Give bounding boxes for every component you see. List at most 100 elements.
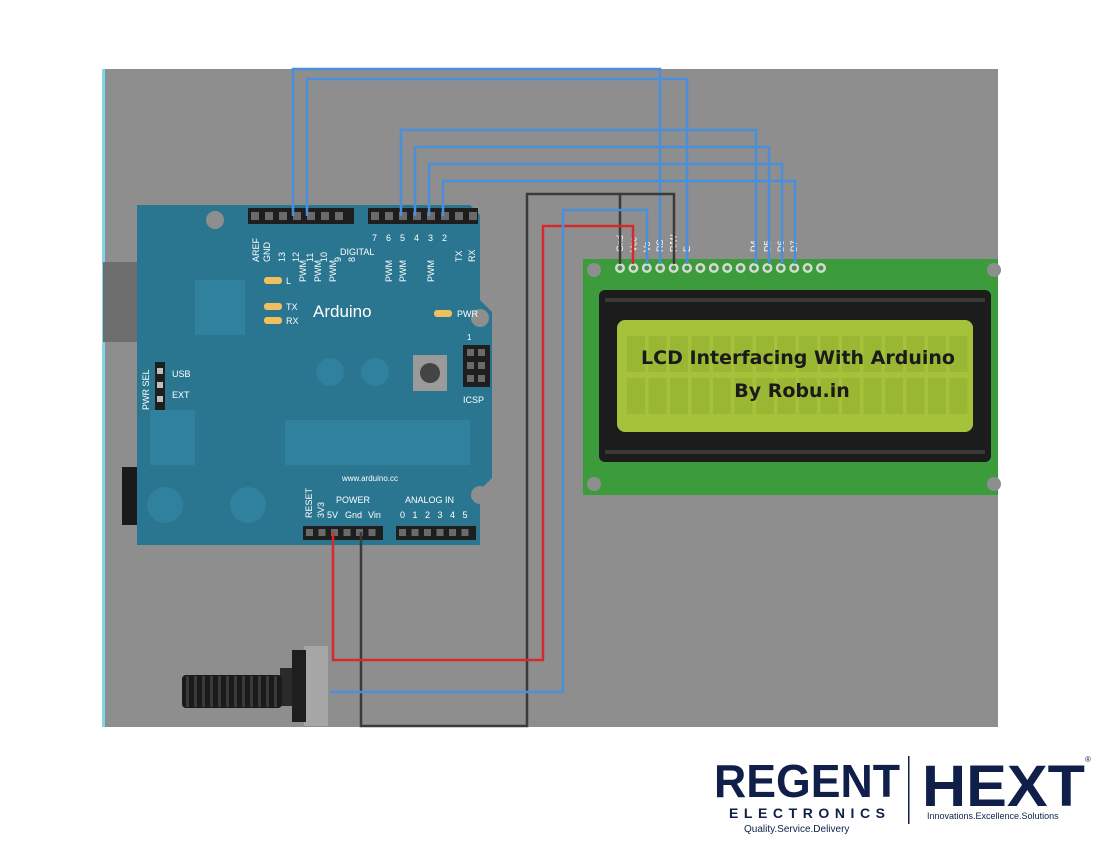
lcd-pin-hole <box>684 265 690 271</box>
lcd-cell <box>756 378 774 414</box>
pot-knob <box>182 675 282 708</box>
header-pin <box>331 529 338 536</box>
board-capacitor <box>230 487 266 523</box>
header-pin <box>436 529 444 536</box>
digital-pin-label: 5 <box>400 233 405 243</box>
lcd-cell <box>670 378 688 414</box>
pwr-sel-pin <box>157 396 163 402</box>
lcd-mount-hole <box>987 477 1001 491</box>
icsp-pin <box>467 375 474 382</box>
wires <box>291 67 797 728</box>
lcd-pin-hole <box>657 265 663 271</box>
lcd-cell <box>627 336 645 372</box>
pot-ridge <box>258 676 261 707</box>
pot-ridge <box>242 676 245 707</box>
led-tx-label: TX <box>286 302 298 312</box>
led-rx <box>264 317 282 324</box>
regent-tagline: Quality.Service.Delivery <box>744 824 849 835</box>
vin-label: Vin <box>368 510 381 520</box>
lcd-cell <box>777 336 796 372</box>
pot-shaft <box>292 650 306 722</box>
lcd-cell <box>691 378 710 414</box>
header-pin <box>449 529 456 536</box>
header-pin <box>335 212 343 220</box>
rx-header-label: RX <box>467 249 477 262</box>
lcd-bezel-line <box>605 298 985 302</box>
lcd-pin-hole <box>671 265 677 271</box>
pwm-label: PWM <box>398 260 408 282</box>
header-pin <box>307 212 315 220</box>
lcd-cell <box>820 336 839 372</box>
hext-tagline: Innovations.Excellence.Solutions <box>927 811 1059 821</box>
analog-pin-label: 3 <box>438 510 443 520</box>
header-pin <box>469 212 477 220</box>
pwr-sel-label: PWR SEL <box>141 369 151 410</box>
analog-pin-label: 4 <box>450 510 455 520</box>
lcd-cell <box>799 378 817 414</box>
digital-pin-label: 7 <box>372 233 377 243</box>
icsp-pin <box>467 349 474 356</box>
lcd-bezel-line <box>605 450 985 454</box>
header-pin <box>399 212 407 220</box>
lcd-pin-hole <box>791 265 797 271</box>
board-chip <box>285 420 470 465</box>
pot-ridge <box>274 676 277 707</box>
header-pin <box>368 529 376 536</box>
wire-gnd <box>359 192 622 728</box>
header-pin <box>411 529 419 536</box>
led-tx <box>264 303 282 310</box>
wire-rs <box>291 67 662 264</box>
logo-divider <box>908 756 910 824</box>
icsp-pin <box>478 349 485 356</box>
header-pin <box>356 529 363 536</box>
lcd-cell <box>691 336 710 372</box>
lcd-cell <box>648 336 667 372</box>
lcd-line-1: LCD Interfacing With Arduino <box>641 347 955 369</box>
pot-body <box>304 646 328 726</box>
digital-pin-label: 10 <box>319 252 329 262</box>
header-pin <box>399 529 406 536</box>
wire-d4 <box>399 128 758 264</box>
header-pin <box>265 212 273 220</box>
header-pin <box>413 212 421 220</box>
lcd-mount-hole <box>587 263 601 277</box>
regent-subtitle: ELECTRONICS <box>729 805 885 821</box>
gnd-power-label: Gnd <box>345 510 362 520</box>
lcd-cell <box>842 336 860 372</box>
lcd-pin-hole <box>644 265 650 271</box>
mounting-hole <box>206 211 224 229</box>
lcd-cell <box>928 378 946 414</box>
lcd-cell <box>756 336 774 372</box>
header-pin <box>251 212 259 220</box>
header-pin <box>371 212 379 220</box>
lcd-cell <box>734 336 753 372</box>
pwm-label: PWM <box>384 260 394 282</box>
header-pin <box>461 529 469 536</box>
led-l <box>264 277 282 284</box>
header-pin <box>279 212 287 220</box>
lcd-pin-hole <box>778 265 784 271</box>
header-pin <box>427 212 435 220</box>
analog-pin-label: 5 <box>463 510 468 520</box>
lcd-cell <box>713 336 731 372</box>
pot-ridge <box>226 676 229 707</box>
usb-label: USB <box>172 369 191 379</box>
lcd-cell <box>885 378 903 414</box>
ext-label: EXT <box>172 390 190 400</box>
lcd-cell <box>627 378 645 414</box>
lcd-pin-label: D4 <box>749 240 759 252</box>
lcd-pin-hole <box>617 265 623 271</box>
header-pin <box>441 212 449 220</box>
lcd-cell <box>842 378 860 414</box>
lcd-mount-hole <box>587 477 601 491</box>
website-label: www.arduino.cc <box>341 474 398 483</box>
icsp-pin1-label: 1 <box>467 333 472 342</box>
analog-pin-label: 1 <box>413 510 418 520</box>
digital-pin-label: 11 <box>305 253 315 262</box>
header-pin <box>424 529 431 536</box>
mounting-hole <box>471 309 489 327</box>
header-pin <box>318 529 326 536</box>
lcd-cell <box>648 378 667 414</box>
